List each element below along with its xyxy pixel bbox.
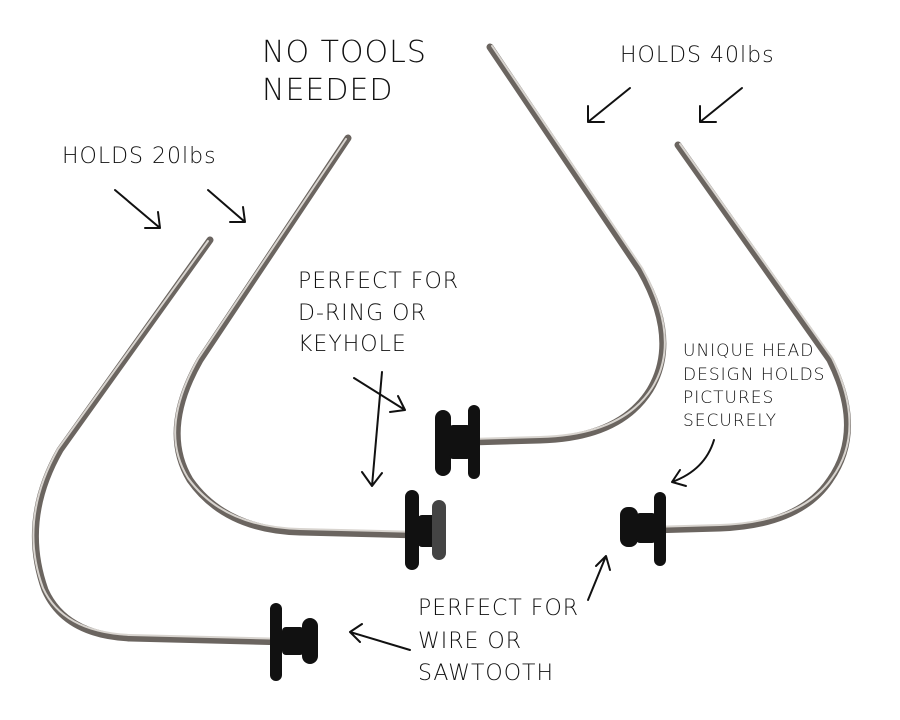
unique-head-label: UNIQUE HEAD DESIGN HOLDS PICTURES SECURE… xyxy=(683,341,832,431)
arrow-icon xyxy=(587,87,631,123)
hook-head xyxy=(435,405,480,479)
arrow-icon xyxy=(349,623,411,651)
hook-head xyxy=(405,490,446,570)
arrow-icon xyxy=(361,371,383,487)
arrow-icon xyxy=(699,87,743,123)
hook-head xyxy=(270,603,318,681)
holds-20-label: HOLDS 20lbs xyxy=(62,144,217,169)
arrow-icon xyxy=(207,189,246,223)
no-tools-label: NO TOOLS NEEDED xyxy=(262,35,437,108)
hook-small-2 xyxy=(173,134,446,570)
wire-label: PERFECT FOR WIRE OR SAWTOOTH xyxy=(418,596,587,686)
hook-large-1 xyxy=(435,43,667,479)
arrow-icon xyxy=(114,189,161,229)
arrow-icon xyxy=(671,439,715,487)
holds-40-label: HOLDS 40lbs xyxy=(620,43,775,68)
dring-label: PERFECT FOR D-RING OR KEYHOLE xyxy=(298,269,467,357)
hook-head xyxy=(620,492,666,566)
hook-large-2 xyxy=(620,141,851,566)
annotation-arrows xyxy=(114,87,743,651)
hook-small-1 xyxy=(31,236,318,681)
arrow-icon xyxy=(587,555,611,601)
